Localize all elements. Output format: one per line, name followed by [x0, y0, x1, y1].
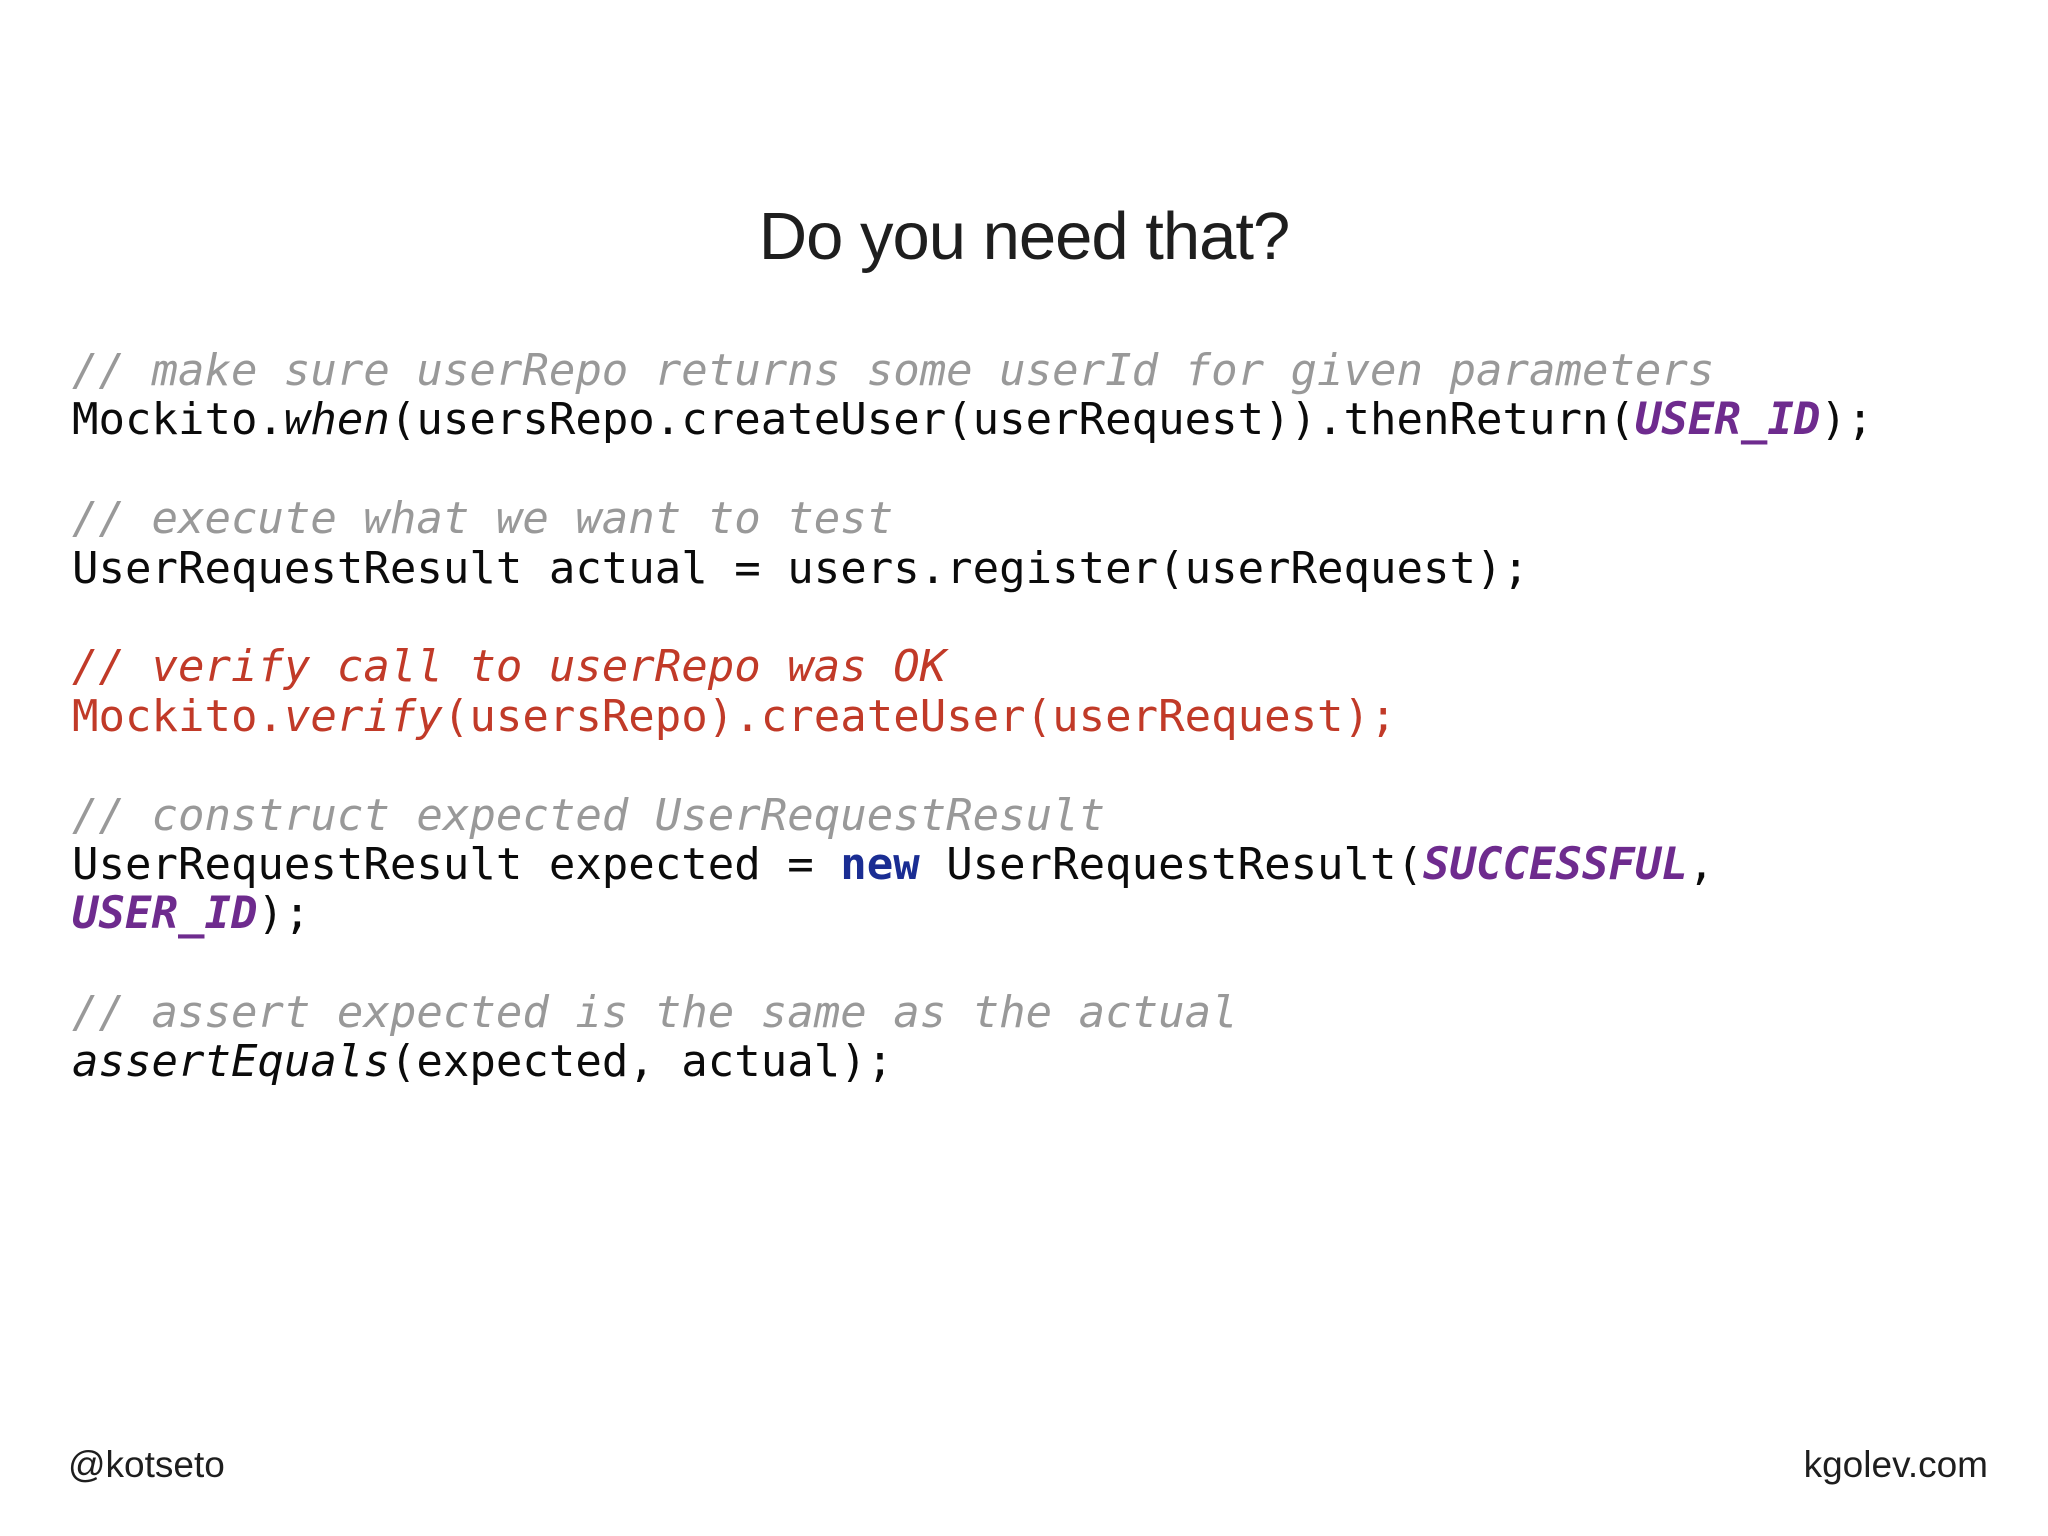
code-segment-comment: // assert expected is the same as the ac… — [72, 987, 1238, 1039]
code-line — [72, 939, 1873, 988]
code-line — [72, 593, 1873, 642]
code-segment-keyword: new — [840, 838, 920, 890]
code-line: UserRequestResult actual = users.registe… — [72, 542, 1873, 594]
code-segment-comment: // construct expected UserRequestResult — [72, 789, 1106, 841]
code-line: // construct expected UserRequestResult — [72, 789, 1873, 841]
code-segment-plain: (usersRepo).createUser(userRequest); — [442, 690, 1397, 742]
code-line: USER_ID); — [72, 889, 1873, 938]
code-line — [72, 741, 1873, 790]
code-line: // make sure userRepo returns some userI… — [72, 346, 1873, 395]
slide-title: Do you need that? — [758, 199, 1291, 274]
code-segment-italic: verify — [283, 690, 443, 742]
code-segment-plain: , — [1687, 838, 1715, 890]
code-segment-plain: Mockito. — [72, 690, 284, 742]
code-segment-italic: // verify call to userRepo was OK — [72, 641, 947, 693]
code-segment-italic: assertEquals — [72, 1036, 390, 1088]
code-block: // make sure userRepo returns some userI… — [72, 346, 1873, 1087]
code-segment-plain: (usersRepo.createUser(userRequest)).then… — [389, 394, 1635, 446]
code-segment-constant: USER_ID — [1634, 394, 1821, 446]
code-line: Mockito.verify(usersRepo).createUser(use… — [72, 692, 1873, 741]
code-segment-plain: ); — [257, 888, 311, 940]
code-line: // assert expected is the same as the ac… — [72, 988, 1873, 1037]
code-segment-constant: USER_ID — [72, 888, 258, 940]
footer-website: kgolev.com — [1803, 1444, 1988, 1485]
code-segment-plain: ); — [1820, 394, 1874, 446]
code-segment-italic: when — [283, 394, 390, 446]
code-segment-plain: Mockito. — [72, 394, 284, 446]
code-line: Mockito.when(usersRepo.createUser(userRe… — [72, 395, 1873, 444]
code-segment-plain: UserRequestResult actual = users.registe… — [72, 542, 1529, 594]
code-line — [72, 445, 1873, 494]
code-line: // verify call to userRepo was OK — [72, 642, 1873, 691]
code-segment-comment: // execute what we want to test — [72, 493, 894, 545]
footer-twitter-handle: @kotseto — [68, 1444, 225, 1485]
code-segment-plain: UserRequestResult( — [919, 838, 1424, 890]
footer: @kotseto kgolev.com — [0, 1444, 2048, 1486]
code-line: UserRequestResult expected = new UserReq… — [72, 840, 1873, 889]
code-line: assertEquals(expected, actual); — [72, 1037, 1873, 1086]
code-segment-plain: (expected, actual); — [389, 1036, 894, 1088]
code-segment-constant: SUCCESSFUL — [1423, 838, 1688, 890]
code-segment-comment: // make sure userRepo returns some userI… — [72, 345, 1715, 396]
code-line: // execute what we want to test — [72, 494, 1873, 543]
code-segment-plain: UserRequestResult expected = — [72, 838, 841, 890]
